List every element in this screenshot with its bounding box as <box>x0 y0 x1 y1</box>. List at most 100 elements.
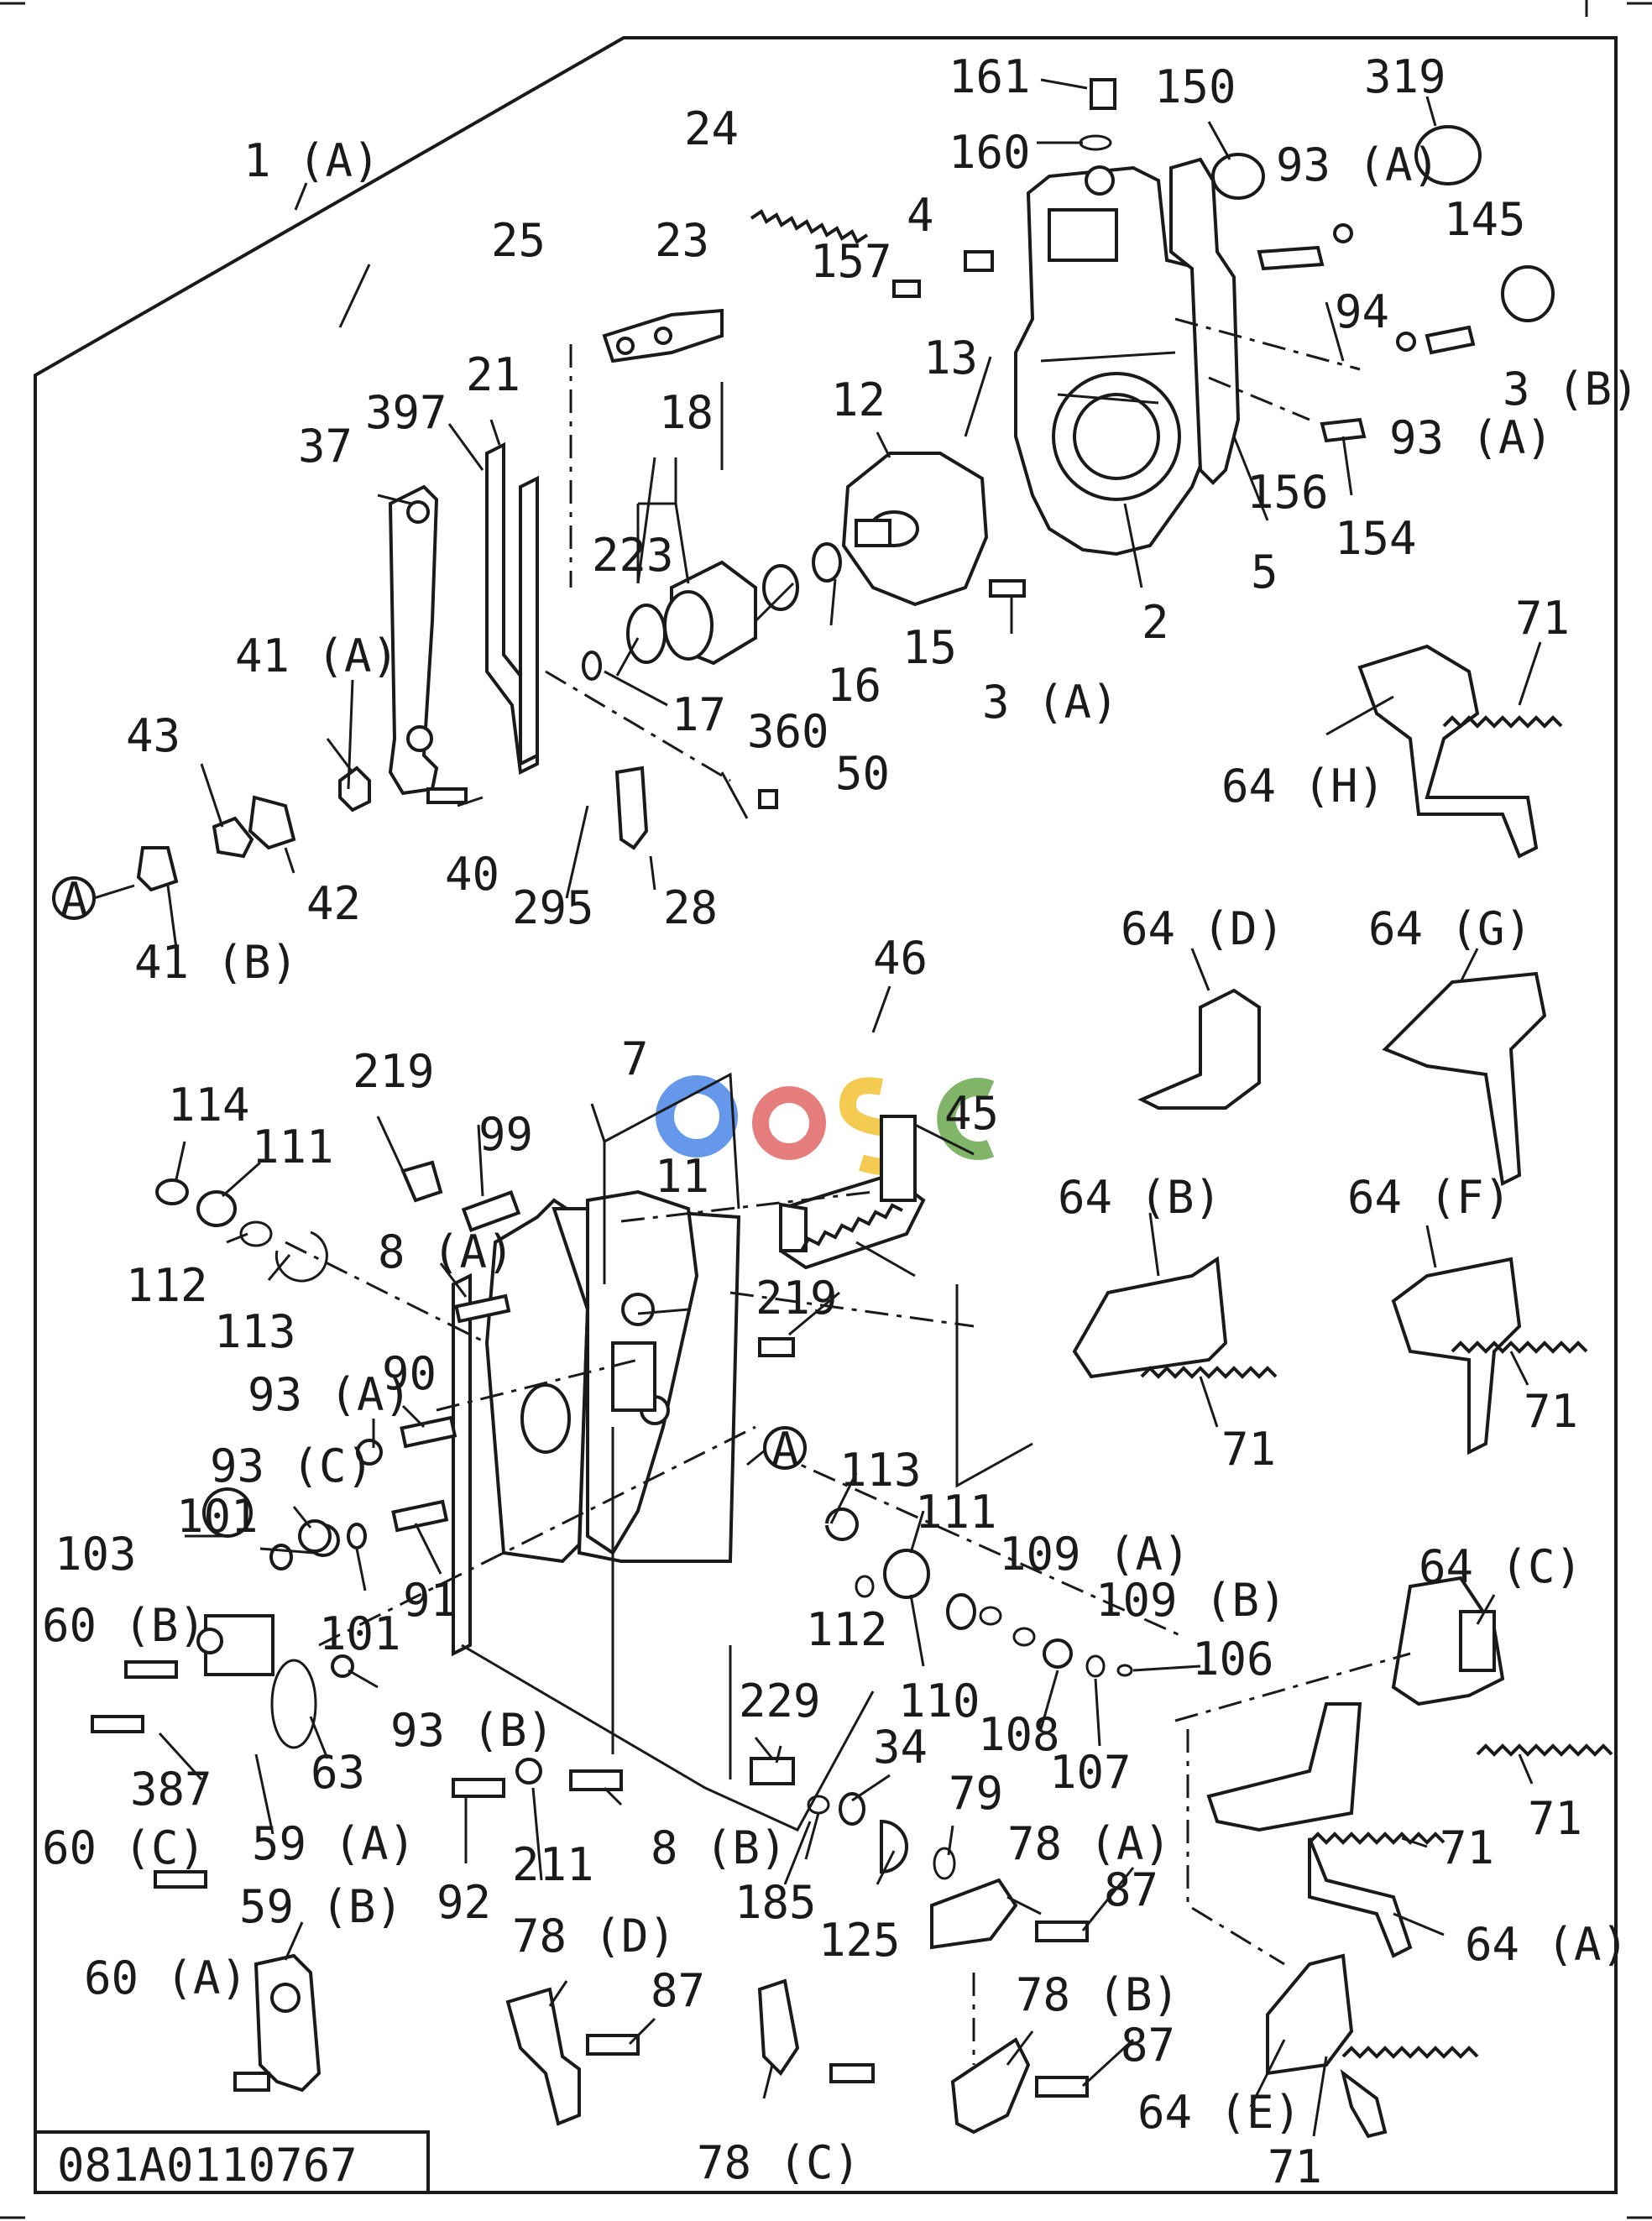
callout-50: 50 <box>835 747 890 800</box>
governor-cover-plate <box>452 1189 741 1657</box>
leader-lines <box>158 78 1542 2137</box>
callout-18: 18 <box>659 386 714 439</box>
callout-3A: 3 (A) <box>982 676 1119 729</box>
callout-93A-mid: 93 (A) <box>1389 411 1553 464</box>
middle-small-parts <box>91 1160 1133 1889</box>
callout-60B: 60 (B) <box>42 1599 206 1652</box>
internal-lever-45 <box>779 1115 926 1278</box>
callout-45: 45 <box>944 1087 999 1140</box>
callout-160: 160 <box>949 126 1031 179</box>
bracket-lines <box>461 457 1033 1832</box>
callout-113-right: 113 <box>839 1444 922 1497</box>
springs-71 <box>1140 715 1613 2059</box>
callout-78D: 78 (D) <box>512 1910 676 1962</box>
callout-101-left: 101 <box>176 1490 259 1543</box>
callout-17: 17 <box>672 688 726 741</box>
callout-64C: 64 (C) <box>1419 1540 1582 1593</box>
callout-64D: 64 (D) <box>1121 902 1284 955</box>
callout-78B: 78 (B) <box>1016 1968 1179 2021</box>
callout-114: 114 <box>168 1079 250 1131</box>
callout-111-left: 111 <box>252 1121 334 1173</box>
callout-71-c: 71 <box>1528 1792 1582 1845</box>
alignment-lines <box>285 317 1411 2065</box>
drawing-number: 081A0110767 <box>57 2139 358 2192</box>
assembly-frame <box>34 36 1618 2194</box>
callout-42: 42 <box>306 877 361 930</box>
callout-79: 79 <box>949 1767 1003 1820</box>
callout-64G: 64 (G) <box>1368 902 1532 955</box>
callout-295: 295 <box>512 881 594 934</box>
callout-229: 229 <box>739 1675 821 1727</box>
callout-92: 92 <box>437 1876 491 1929</box>
callout-93A-low: 93 (A) <box>248 1368 411 1421</box>
callout-78A: 78 (A) <box>1007 1817 1171 1870</box>
callout-112-right: 112 <box>806 1603 888 1656</box>
callout-110: 110 <box>898 1675 980 1727</box>
callout-211: 211 <box>512 1838 594 1891</box>
callout-28: 28 <box>663 881 718 934</box>
callout-5: 5 <box>1251 546 1278 598</box>
callout-64E: 64 (E) <box>1137 2086 1301 2139</box>
callout-93B: 93 (B) <box>390 1704 554 1757</box>
callout-1A: 1 (A) <box>243 134 380 187</box>
callout-63: 63 <box>311 1746 365 1799</box>
callout-34: 34 <box>873 1721 928 1774</box>
callout-8A: 8 (A) <box>378 1225 515 1278</box>
callout-71-b: 71 <box>1221 1423 1276 1476</box>
callout-A-ref1: A <box>60 873 88 926</box>
callout-64F: 64 (F) <box>1347 1171 1511 1224</box>
reference-markers <box>52 876 807 1470</box>
callout-64A: 64 (A) <box>1465 1918 1628 1971</box>
callout-87-a: 87 <box>1104 1863 1158 1916</box>
callout-4: 4 <box>907 189 934 242</box>
callout-219-top: 219 <box>353 1045 435 1098</box>
callout-labels: 1 (A) 24 161 160 150 319 93 (A) 145 4 15… <box>42 50 1639 2193</box>
callout-71-a: 71 <box>1440 1821 1494 1874</box>
callout-15: 15 <box>902 621 957 674</box>
top-springs-and-small-parts <box>59 78 1555 917</box>
callout-101-mid: 101 <box>319 1607 401 1660</box>
callout-113-left: 113 <box>214 1305 296 1358</box>
callout-109A: 109 (A) <box>999 1528 1190 1581</box>
callout-16: 16 <box>827 659 881 712</box>
callout-103: 103 <box>55 1528 137 1581</box>
callout-107: 107 <box>1049 1746 1132 1799</box>
callout-360: 360 <box>747 705 829 758</box>
callout-A-ref2: A <box>771 1423 799 1476</box>
callout-25: 25 <box>491 214 546 267</box>
callout-13: 13 <box>923 332 978 384</box>
callout-87-b: 87 <box>651 1964 705 2017</box>
callout-59B: 59 (B) <box>239 1880 403 1933</box>
callout-397: 397 <box>365 386 447 439</box>
callout-11: 11 <box>655 1150 709 1203</box>
callout-106: 106 <box>1192 1633 1274 1685</box>
callout-41A: 41 (A) <box>235 630 399 682</box>
callout-71-f: 71 <box>1524 1385 1578 1438</box>
callout-12: 12 <box>831 374 886 426</box>
callout-319: 319 <box>1364 50 1446 103</box>
callout-21: 21 <box>466 348 520 401</box>
callout-154: 154 <box>1335 512 1417 565</box>
callout-7: 7 <box>621 1032 649 1085</box>
callout-46: 46 <box>873 932 928 985</box>
callout-93C: 93 (C) <box>210 1440 374 1492</box>
casc-watermark <box>656 1075 995 1175</box>
sleeve-and-bearings <box>582 542 842 681</box>
drawing-number-box <box>34 2130 430 2194</box>
callout-91: 91 <box>403 1574 457 1627</box>
callout-94: 94 <box>1335 285 1389 338</box>
callout-37: 37 <box>298 420 353 473</box>
bracket-59B <box>233 1953 322 2093</box>
callout-145: 145 <box>1444 193 1526 246</box>
lever-assemblies-64 <box>1072 644 1547 2139</box>
callout-71-top: 71 <box>1515 592 1570 645</box>
callout-93A-top: 93 (A) <box>1276 138 1440 191</box>
callout-223: 223 <box>592 529 674 582</box>
callout-43: 43 <box>126 709 180 762</box>
callout-157: 157 <box>810 235 892 288</box>
callout-109B: 109 (B) <box>1095 1574 1287 1627</box>
lever-assembly-top <box>388 308 724 850</box>
callout-87-c: 87 <box>1121 2019 1175 2072</box>
